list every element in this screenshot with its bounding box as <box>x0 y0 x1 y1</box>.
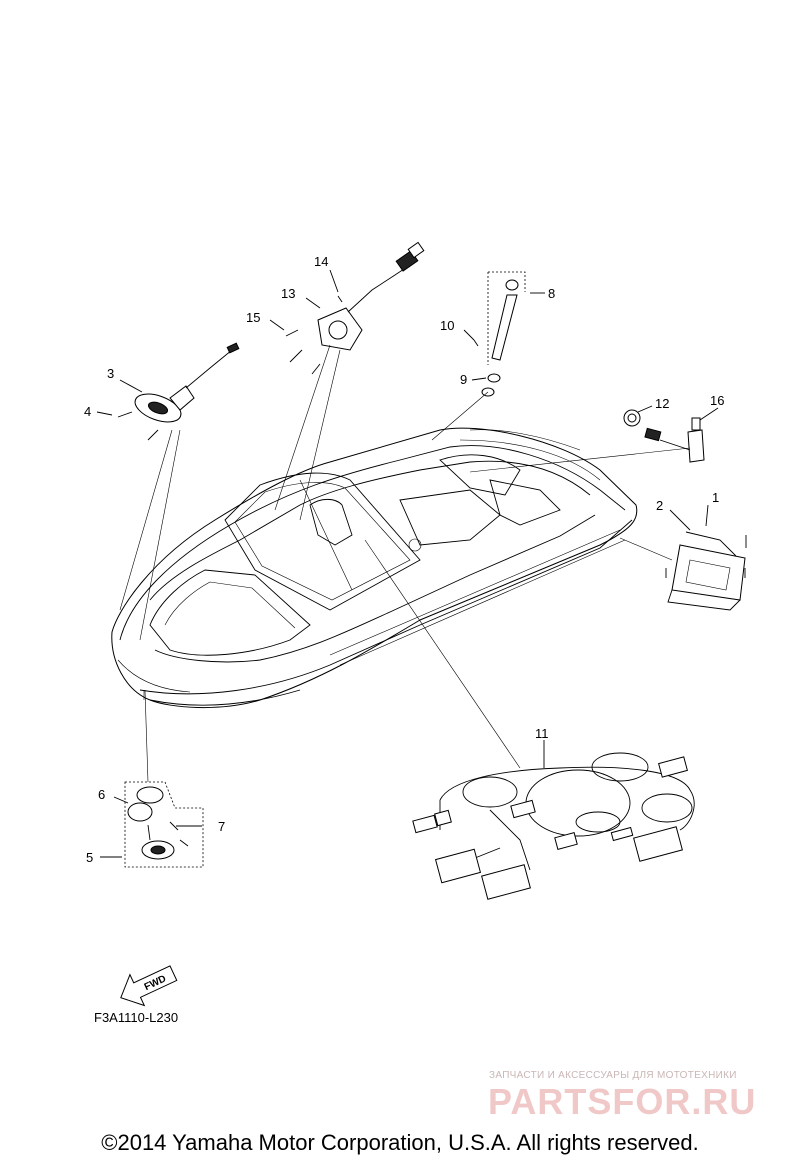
callout-9: 9 <box>460 372 467 387</box>
watermark-logo: PARTSFOR.RU <box>488 1081 757 1122</box>
callout-13: 13 <box>281 286 295 301</box>
fwd-arrow-icon: FWD <box>120 965 178 1007</box>
part-13-flange <box>285 241 425 375</box>
callout-3: 3 <box>107 366 114 381</box>
callout-1: 1 <box>712 490 719 505</box>
callout-15: 15 <box>246 310 260 325</box>
copyright-notice: ©2014 Yamaha Motor Corporation, U.S.A. A… <box>101 1130 699 1155</box>
callout-16: 16 <box>710 393 724 408</box>
callout-8: 8 <box>548 286 555 301</box>
callout-14: 14 <box>314 254 328 269</box>
part-16-sensor <box>623 409 705 463</box>
callout-10: 10 <box>440 318 454 333</box>
callout-4: 4 <box>84 404 91 419</box>
part-5-drain-assembly <box>124 781 204 868</box>
part-1-bracket <box>665 531 747 611</box>
callout-12: 12 <box>655 396 669 411</box>
callout-labels: 1 2 3 4 5 6 7 8 9 10 11 12 13 14 15 16 <box>84 254 724 865</box>
leader-lines <box>119 344 691 783</box>
callout-2: 2 <box>656 498 663 513</box>
callout-11: 11 <box>535 726 549 741</box>
part-8-tube <box>473 271 526 397</box>
watermark-tagline: ЗАПЧАСТИ И АКСЕССУАРЫ ДЛЯ МОТОТЕХНИКИ <box>489 1070 737 1081</box>
callout-ticks <box>96 269 719 858</box>
callout-7: 7 <box>218 819 225 834</box>
boat-hull <box>111 427 638 709</box>
diagram-reference-code: F3A1110-L230 <box>94 1010 179 1025</box>
part-11-harness <box>412 752 695 900</box>
callout-5: 5 <box>86 850 93 865</box>
callout-6: 6 <box>98 787 105 802</box>
harness-connectors <box>412 756 688 900</box>
part-3-fitting <box>117 342 240 441</box>
